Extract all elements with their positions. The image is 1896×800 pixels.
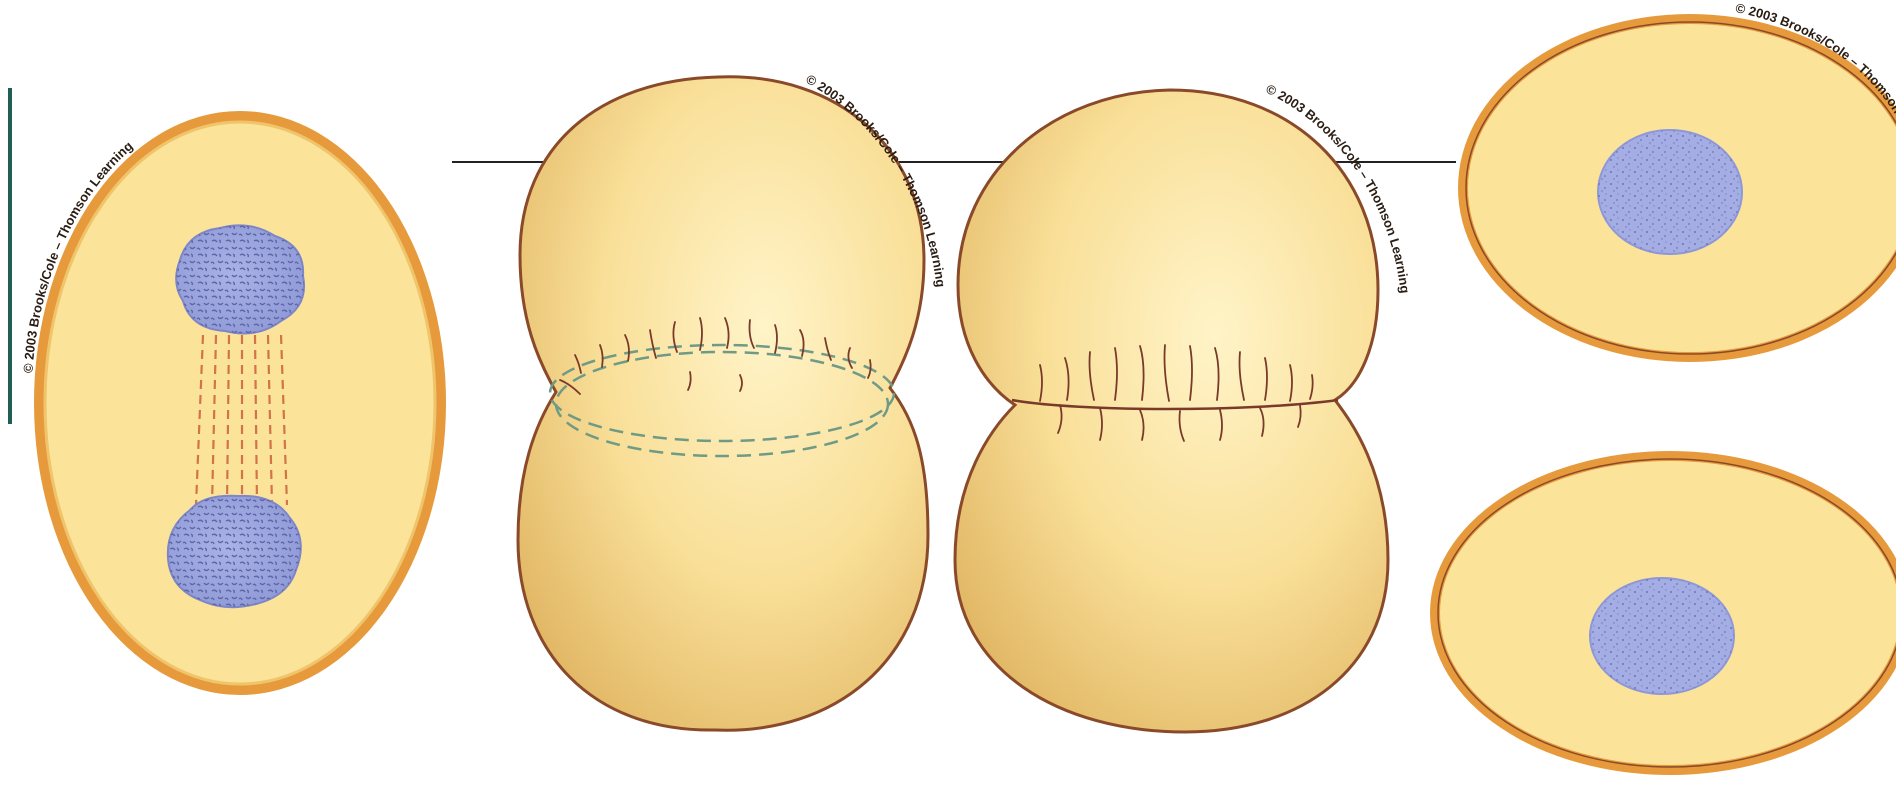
daughter-cell-lower (1430, 451, 1896, 775)
dividing-cell-body-deep (955, 90, 1388, 732)
panel-late-anaphase: © 2003 Brooks/Cole – Thomson Learning (20, 111, 446, 695)
nucleus-lower (168, 496, 301, 607)
edge-bar (8, 88, 12, 424)
nucleus-upper (176, 225, 304, 333)
daughter-cell-upper (1458, 14, 1896, 362)
panel-cleavage-deep: © 2003 Brooks/Cole – Thomson Learning (955, 81, 1413, 732)
daughter-nucleus-lower (1590, 578, 1734, 694)
panel-daughter-cells: © 2003 Brooks/Cole – Thomson Learning (1430, 0, 1896, 775)
panel-cleavage-start: © 2003 Brooks/Cole – Thomson Learning (518, 71, 948, 730)
daughter-nucleus-upper (1598, 130, 1742, 254)
dividing-cell-body (518, 77, 928, 730)
